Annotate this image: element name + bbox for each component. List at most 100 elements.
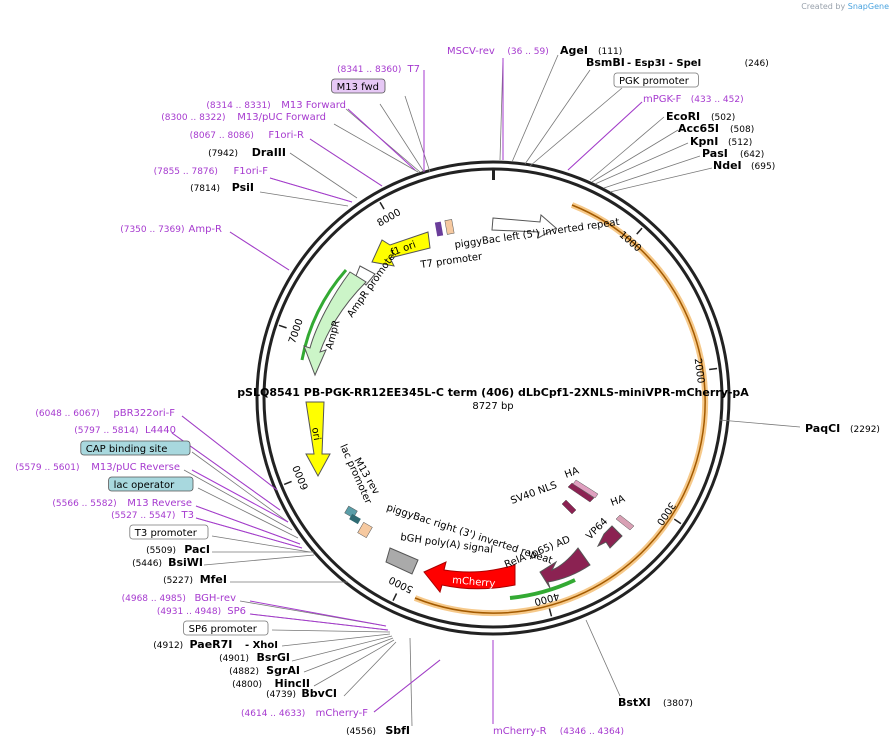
coord-paer7i: (4912)	[153, 641, 183, 651]
feature-label-pgk: PGK promoter	[619, 76, 690, 87]
snapgene-logo: SnapGene	[847, 2, 889, 11]
label-bsiwi: BsiWI	[168, 556, 203, 569]
coord-bsrgi: (4901)	[219, 654, 249, 664]
label-paer7i: PaeR7I	[190, 638, 233, 651]
label-mfei: MfeI	[200, 573, 227, 586]
tick-label: 8000	[376, 207, 404, 229]
label-box	[129, 524, 209, 540]
tick-label: 5000	[387, 574, 415, 595]
coord-psii: (7814)	[190, 184, 220, 194]
label-ecori: EcoRI	[666, 110, 700, 123]
ori-label: ori	[309, 427, 322, 442]
label-sbfi: SbfI	[385, 724, 410, 737]
coord-m13rev: (5566 .. 5582)	[52, 499, 116, 509]
label-l4440: L4440	[145, 425, 176, 436]
coord-paqci: (2292)	[850, 425, 880, 435]
origin-marker	[492, 168, 495, 180]
feature-ha-sv40	[561, 479, 635, 531]
label-bstxi: BstXI	[618, 696, 651, 709]
label-bsmbi: BsmBI	[586, 56, 625, 69]
tick-mark	[636, 227, 643, 235]
label-pbr: pBR322ori-F	[113, 408, 175, 419]
label-box	[80, 440, 191, 456]
coord-bstxi: (3807)	[663, 699, 693, 709]
coord-mfei: (5227)	[163, 576, 193, 586]
label-ndei: NdeI	[713, 159, 742, 172]
t7-promoter-label: T7 promoter	[419, 251, 484, 271]
feature-ori: ori	[305, 401, 331, 478]
map-title: pSLQ8541 PB-PGK-RR12EE345L-C term (406) …	[237, 386, 749, 399]
tick-mark	[392, 593, 398, 602]
orf-arc-line	[414, 204, 706, 614]
coord-m13forward: (8314 .. 8331)	[206, 101, 270, 111]
feature-label-lacop: lac operator	[114, 480, 175, 491]
label-pasi: PasI	[702, 147, 728, 160]
label-t3: T3	[181, 510, 194, 521]
label-ampr: Amp-R	[189, 224, 223, 235]
label-paqci: PaqCI	[805, 422, 840, 435]
feature-label-m13fwd: M13 fwd	[337, 82, 379, 93]
ha-label-1: HA	[563, 466, 580, 481]
tick-mark	[673, 518, 682, 525]
ampr-arc-line	[300, 269, 348, 361]
label-draiii: DraIII	[252, 146, 286, 159]
label-paci: PacI	[184, 543, 210, 556]
ha-label-2: HA	[609, 494, 626, 509]
backbone-outer	[255, 160, 731, 636]
feature-label-sp6prom: SP6 promoter	[189, 624, 258, 635]
feature-label-cap: CAP binding site	[86, 444, 168, 455]
label-box	[613, 72, 699, 88]
coord-mcherryr: (4346 .. 4364)	[560, 727, 624, 737]
coord-ndei: (695)	[751, 162, 775, 172]
label-mpgk: mPGK-F	[643, 94, 682, 105]
tick-label: 1000	[617, 229, 643, 254]
tick-label: 6000	[291, 464, 311, 492]
tick-mark	[548, 608, 553, 617]
tick-mark	[283, 480, 292, 486]
label-box	[108, 476, 194, 492]
label-psii: PsiI	[232, 181, 254, 194]
label-box	[183, 620, 269, 636]
orf-arrow-green	[509, 578, 576, 600]
feature-vp64	[596, 525, 623, 549]
label-m13forward: M13 Forward	[281, 100, 346, 111]
feature-piggybac-left	[491, 214, 557, 239]
coord-bbvci: (4739)	[266, 690, 296, 700]
coord-kpni: (512)	[728, 138, 752, 148]
coord-pasi: (642)	[740, 150, 764, 160]
coord-bghrev: (4968 .. 4985)	[122, 594, 186, 604]
coord-pbr: (6048 .. 6067)	[35, 409, 99, 419]
snapgene-credit: Created by SnapGene	[801, 2, 889, 11]
label-extra-paer7i: - XhoI	[245, 640, 278, 651]
label-msvc: MSCV-rev	[447, 46, 495, 57]
coord-bsmbi: (246)	[745, 59, 769, 69]
label-f1orir: F1ori-R	[268, 130, 304, 141]
label-m13pucrev: M13/pUC Reverse	[91, 462, 180, 473]
feature-mcherry: mCherry	[423, 561, 516, 594]
label-bghrev: BGH-rev	[194, 593, 236, 604]
feature-rela	[539, 547, 591, 589]
label-hincii: HincII	[274, 677, 310, 690]
coord-m13pucfwd: (8300 .. 8322)	[161, 113, 225, 123]
coord-hincii: (4800)	[232, 680, 262, 690]
label-m13pucfwd: M13/pUC Forward	[237, 112, 326, 123]
label-f1orif: F1ori-F	[234, 166, 269, 177]
credit-prefix: Created by	[801, 2, 846, 11]
coord-f1orif: (7855 .. 7876)	[154, 167, 218, 177]
coord-l4440: (5797 .. 5814)	[74, 426, 138, 436]
label-kpni: KpnI	[690, 135, 718, 148]
label-bsrgi: BsrGI	[257, 651, 290, 664]
coord-bsiwi: (5446)	[132, 559, 162, 569]
coord-msvc: (36 .. 59)	[507, 47, 548, 57]
coord-ampr: (7350 .. 7369)	[120, 225, 184, 235]
primer-leaders	[171, 58, 643, 724]
coord-draiii: (7942)	[208, 149, 238, 159]
sv40-nls-label: SV40 NLS	[509, 480, 558, 507]
label-mcherryf: mCherry-F	[316, 708, 369, 719]
coord-agei: (111)	[598, 47, 622, 57]
label-agei: AgeI	[560, 44, 588, 57]
coord-f1orir: (8067 .. 8086)	[190, 131, 254, 141]
tick-mark	[709, 367, 718, 371]
